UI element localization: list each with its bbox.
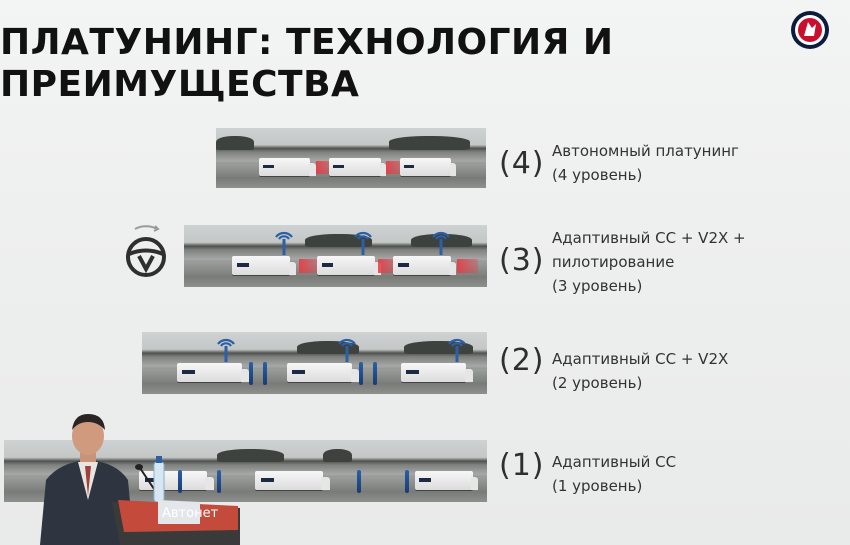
level-3-title: Адаптивный CC + V2X + [552, 229, 746, 247]
wifi-antenna-icon [448, 338, 467, 362]
level-3-title-cont: пилотирование [552, 253, 675, 271]
level-2-platoon-photo [142, 332, 487, 394]
level-3-description: Адаптивный CC + V2X + пилотирование (3 у… [552, 226, 746, 298]
slide-title-line-2: ПРЕИМУЩЕСТВА [0, 64, 360, 105]
slide-title: ПЛАТУНИНГ: ТЕХНОЛОГИЯ И ПРЕИМУЩЕСТВА [0, 22, 614, 106]
wifi-antenna-icon [217, 338, 235, 362]
level-2-number: (2) [499, 343, 545, 378]
level-1-subtitle: (1 уровень) [552, 477, 643, 495]
level-3-number: (3) [499, 243, 545, 278]
scania-griffin-logo-icon [791, 11, 829, 49]
level-3-platoon-photo [184, 225, 487, 287]
level-4-number: (4) [499, 146, 545, 181]
level-4-subtitle: (4 уровень) [552, 166, 643, 184]
level-1-number: (1) [499, 448, 545, 483]
level-4-title: Автономный платунинг [552, 142, 739, 160]
level-1-title: Адаптивный CC [552, 453, 677, 471]
level-4-platoon-photo [216, 128, 486, 188]
level-1-description: Адаптивный CC (1 уровень) [552, 450, 676, 498]
podium-label: Автонет [162, 506, 219, 521]
level-2-title: Адаптивный CC + V2X [552, 350, 729, 368]
slide-title-line-1: ПЛАТУНИНГ: ТЕХНОЛОГИЯ И [0, 22, 614, 63]
wifi-antenna-icon [274, 231, 293, 255]
level-2-description: Адаптивный CC + V2X (2 уровень) [552, 347, 728, 395]
level-2-subtitle: (2 уровень) [552, 374, 643, 392]
wifi-antenna-icon [353, 231, 372, 255]
steering-wheel-icon [126, 225, 166, 277]
level-4-description: Автономный платунинг (4 уровень) [552, 139, 739, 187]
wifi-antenna-icon [337, 338, 356, 362]
speaker-at-podium: Автонет [40, 414, 240, 545]
wifi-antenna-icon [432, 231, 451, 255]
level-3-subtitle: (3 уровень) [552, 277, 643, 295]
